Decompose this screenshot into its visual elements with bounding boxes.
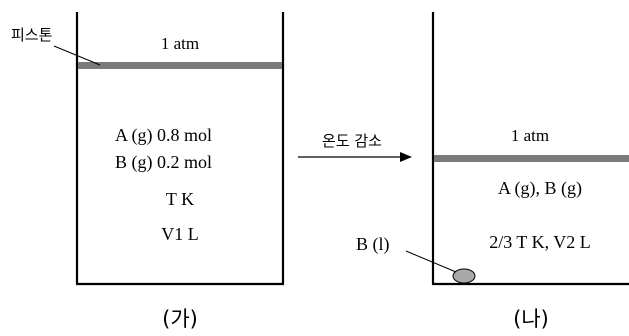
left-caption: (가) (162, 307, 198, 331)
right-caption: (나) (513, 307, 549, 331)
liquid-b-label: B (l) (356, 234, 390, 255)
left-volume-label: V1 L (161, 224, 199, 244)
right-gases-label: A (g), B (g) (498, 178, 582, 199)
right-piston (434, 155, 629, 162)
left-pressure-label: 1 atm (161, 34, 199, 53)
left-gas-a-text: A (g) 0.8 mol (115, 125, 212, 146)
left-gas-b-label: B (g) 0.2 mol (115, 152, 212, 173)
process-arrow-head (400, 152, 412, 162)
piston-leader-line (53, 45, 101, 66)
right-temperature-volume-label: 2/3 T K, V2 L (489, 232, 591, 252)
right-pressure-label: 1 atm (511, 126, 549, 145)
left-container (75, 12, 285, 286)
right-container (431, 12, 629, 286)
left-temperature-label: T K (166, 189, 194, 209)
liquid-leader-line (405, 250, 457, 273)
left-piston (78, 62, 282, 69)
left-gas-b-text: B (g) 0.2 mol (115, 152, 212, 173)
arrow-label: 온도 감소 (322, 132, 382, 150)
piston-label: 피스톤 (11, 26, 52, 44)
left-gas-a-label: A (g) 0.8 mol (115, 125, 212, 146)
liquid-b-droplet (452, 268, 476, 284)
